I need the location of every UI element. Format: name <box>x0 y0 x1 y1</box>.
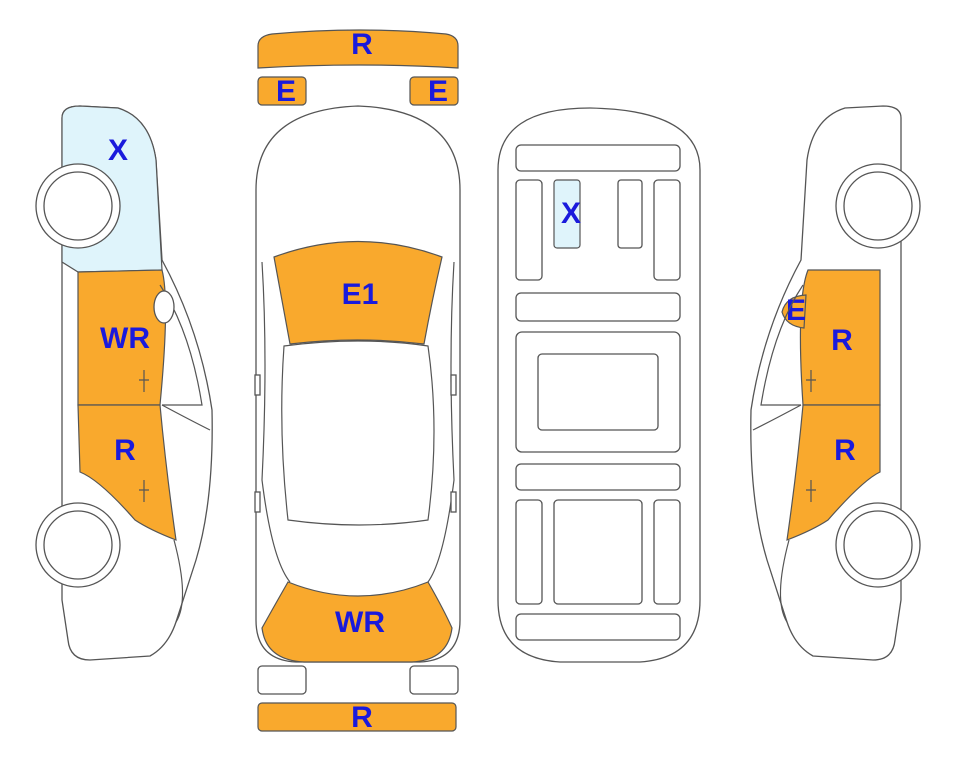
right-headlight-label: E <box>428 75 448 108</box>
left-headlight-label: E <box>276 75 296 108</box>
rear-bumper-label: R <box>351 701 373 734</box>
right-mirror-label: E <box>786 294 806 327</box>
right-front-door-label: R <box>831 324 853 357</box>
rear-bumper[interactable] <box>257 702 457 732</box>
front-bumper[interactable] <box>257 29 459 69</box>
right-rear-door[interactable] <box>786 404 881 541</box>
interior-seat[interactable] <box>553 179 581 249</box>
trunk[interactable] <box>261 581 453 663</box>
trunk-label: WR <box>335 606 385 639</box>
left-rear-door[interactable] <box>77 404 177 541</box>
right-side-view: E R R <box>750 105 921 661</box>
top-view: R E E E1 WR R <box>254 28 461 734</box>
right-headlight[interactable] <box>409 76 459 106</box>
left-fender-label: X <box>108 134 128 167</box>
front-bumper-label: R <box>351 28 373 61</box>
left-headlight[interactable] <box>257 76 307 106</box>
right-rear-door-label: R <box>834 434 856 467</box>
left-front-door-label: WR <box>100 322 150 355</box>
interior-seat-label: X <box>561 197 581 230</box>
hood[interactable] <box>273 240 443 345</box>
interior-view: X <box>497 107 701 663</box>
left-rear-door-label: R <box>114 434 136 467</box>
hood-label: E1 <box>342 278 379 311</box>
left-side-view: X WR R <box>35 105 213 661</box>
